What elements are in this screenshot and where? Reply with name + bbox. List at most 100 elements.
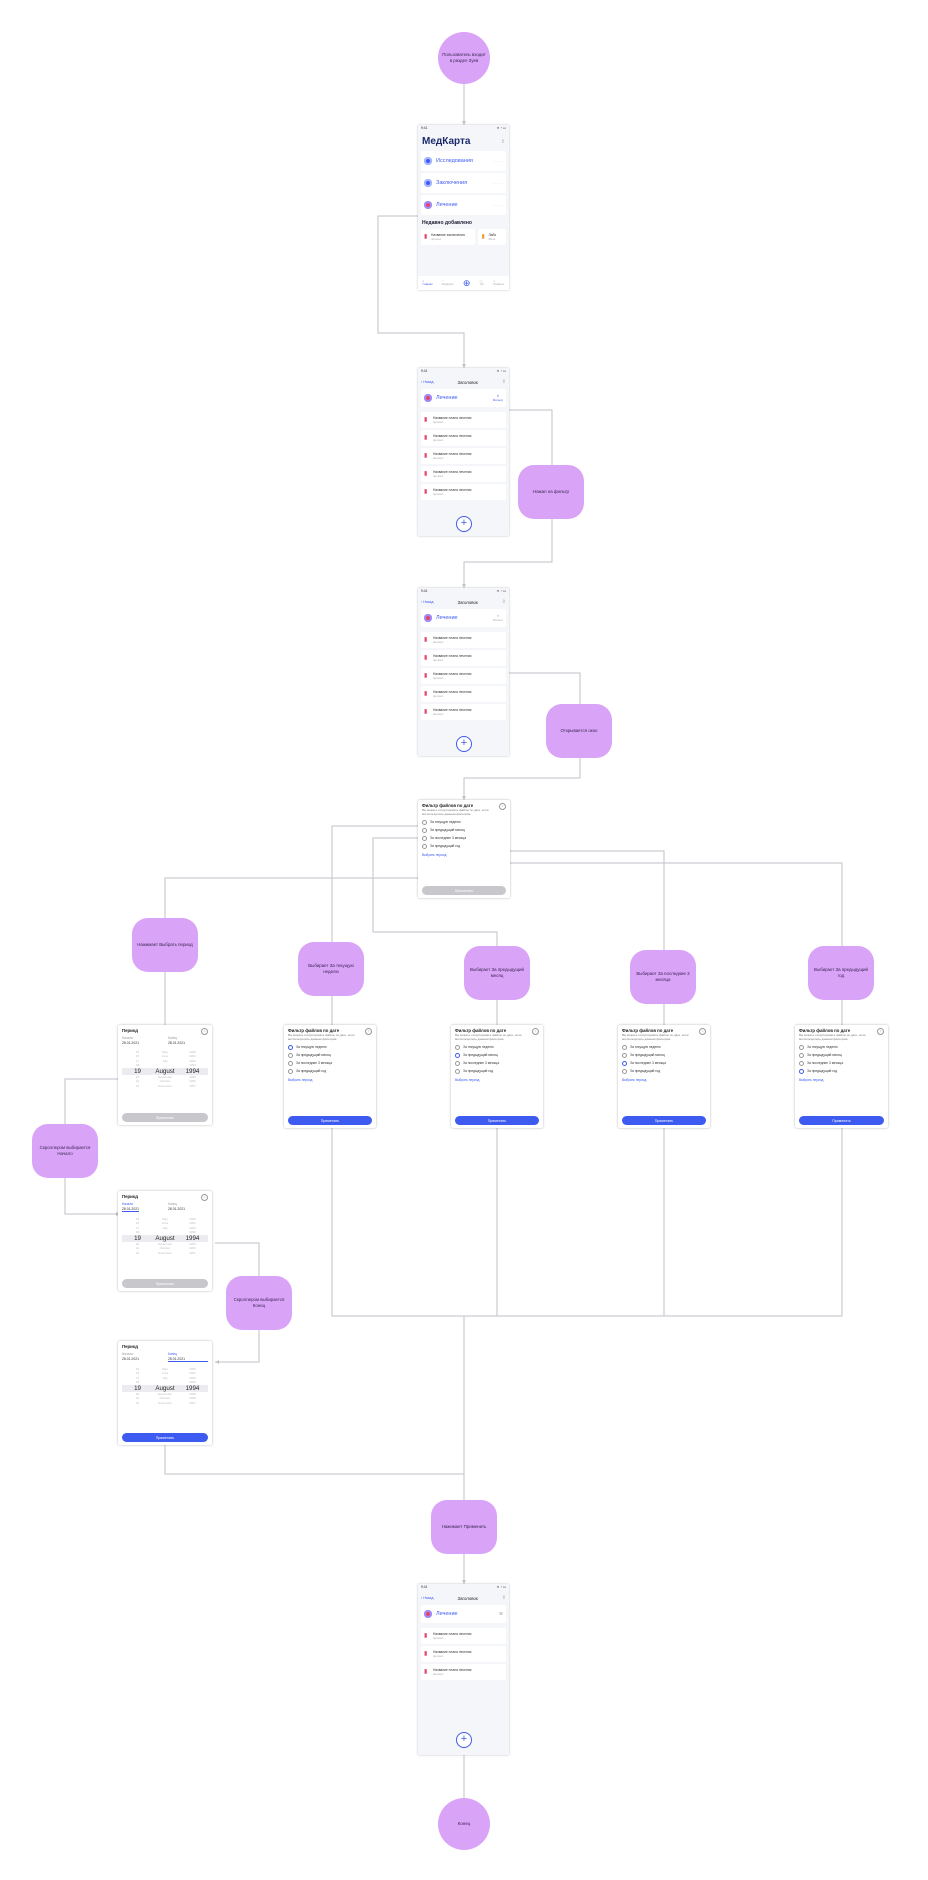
option-prev-month[interactable]: За предыдущий месяц xyxy=(288,1052,372,1058)
option-last-3-months[interactable]: За последние 3 месяца xyxy=(455,1060,539,1066)
start-date-field[interactable]: 28.01.2021 xyxy=(122,1357,139,1361)
tab-profile[interactable]: ♙Профиль xyxy=(493,280,505,286)
tab-chat[interactable]: ◯Чат xyxy=(479,280,484,286)
close-icon[interactable]: × xyxy=(499,803,506,810)
clear-filter-icon[interactable]: × xyxy=(498,1610,503,1618)
end-date-field[interactable]: 28.01.2021 xyxy=(168,1041,185,1045)
add-button[interactable]: + xyxy=(456,516,472,532)
apply-button[interactable]: Применить xyxy=(799,1116,884,1125)
close-icon[interactable]: × xyxy=(201,1028,208,1035)
share-icon[interactable]: ⇪ xyxy=(501,1595,506,1601)
tab-home[interactable]: ⌂Главная xyxy=(422,280,433,286)
option-prev-year[interactable]: За предыдущий год xyxy=(799,1068,884,1074)
apply-button[interactable]: Применить xyxy=(122,1279,208,1288)
option-prev-month[interactable]: За предыдущий месяц xyxy=(455,1052,539,1058)
category-card[interactable]: Исследования· · · · · xyxy=(421,151,506,171)
option-this-week[interactable]: За текущую неделю xyxy=(455,1044,539,1050)
close-icon[interactable]: × xyxy=(201,1194,208,1201)
back-button[interactable]: ‹ Назад xyxy=(421,600,434,604)
close-icon[interactable]: × xyxy=(877,1028,884,1035)
category-card[interactable]: Заключения· · · · · xyxy=(421,173,506,193)
option-this-week[interactable]: За текущую неделю xyxy=(622,1044,706,1050)
apply-button[interactable]: Применить xyxy=(622,1116,706,1125)
apply-button[interactable]: Применить xyxy=(122,1433,208,1442)
option-prev-year[interactable]: За предыдущий год xyxy=(455,1068,539,1074)
option-last-3-months[interactable]: За последние 3 месяца xyxy=(622,1060,706,1066)
apply-button[interactable]: Применить xyxy=(455,1116,539,1125)
option-last-3-months[interactable]: За последние 3 месяца xyxy=(799,1060,884,1066)
choose-period-link[interactable]: Выбрать период xyxy=(799,1077,824,1082)
option-this-week[interactable]: За текущую неделю xyxy=(799,1044,884,1050)
filter-icon[interactable]: ⚲Фильтр xyxy=(492,614,503,622)
option-prev-year[interactable]: За предыдущий год xyxy=(622,1068,706,1074)
apply-button[interactable]: Применить xyxy=(288,1116,372,1125)
close-icon[interactable]: × xyxy=(532,1028,539,1035)
back-button[interactable]: ‹ Назад xyxy=(421,1596,434,1600)
add-button[interactable]: + xyxy=(456,1732,472,1748)
close-icon[interactable]: × xyxy=(365,1028,372,1035)
share-icon[interactable]: ⇪ xyxy=(501,379,506,385)
apply-button[interactable]: Применить xyxy=(422,886,506,895)
back-button[interactable]: ‹ Назад xyxy=(421,380,434,384)
choose-period-link[interactable]: Выбрать период xyxy=(622,1077,647,1082)
end-date-field[interactable]: 28.01.2021 xyxy=(168,1207,185,1211)
option-prev-month[interactable]: За предыдущий месяц xyxy=(422,827,506,833)
share-icon[interactable]: ⇪ xyxy=(501,599,506,605)
tab-add[interactable]: ⊕ xyxy=(462,277,471,288)
start-date-field[interactable]: 28.01.2021 xyxy=(122,1207,139,1212)
option-prev-year[interactable]: За предыдущий год xyxy=(422,843,506,849)
close-icon[interactable]: × xyxy=(699,1028,706,1035)
share-icon[interactable]: ⇪ xyxy=(500,138,505,145)
tab-medcard[interactable]: ♡МедКарта xyxy=(441,280,454,286)
filter-icon[interactable]: ⚲Фильтр xyxy=(492,394,503,402)
choose-period-link[interactable]: Выбрать период xyxy=(288,1077,313,1082)
option-this-week[interactable]: За текущую неделю xyxy=(288,1044,372,1050)
choose-period-link[interactable]: Выбрать период xyxy=(422,852,447,857)
end-date-field[interactable]: 28.01.2021 xyxy=(168,1357,208,1362)
category-card[interactable]: Лечение· · · · · xyxy=(421,195,506,215)
option-prev-month[interactable]: За предыдущий месяц xyxy=(799,1052,884,1058)
add-button[interactable]: + xyxy=(456,736,472,752)
start-date-field[interactable]: 28.01.2021 xyxy=(122,1041,139,1045)
option-prev-month[interactable]: За предыдущий месяц xyxy=(622,1052,706,1058)
choose-period-link[interactable]: Выбрать период xyxy=(455,1077,480,1082)
option-prev-year[interactable]: За предыдущий год xyxy=(288,1068,372,1074)
option-this-week[interactable]: За текущую неделю xyxy=(422,819,506,825)
option-last-3-months[interactable]: За последние 3 месяца xyxy=(422,835,506,841)
